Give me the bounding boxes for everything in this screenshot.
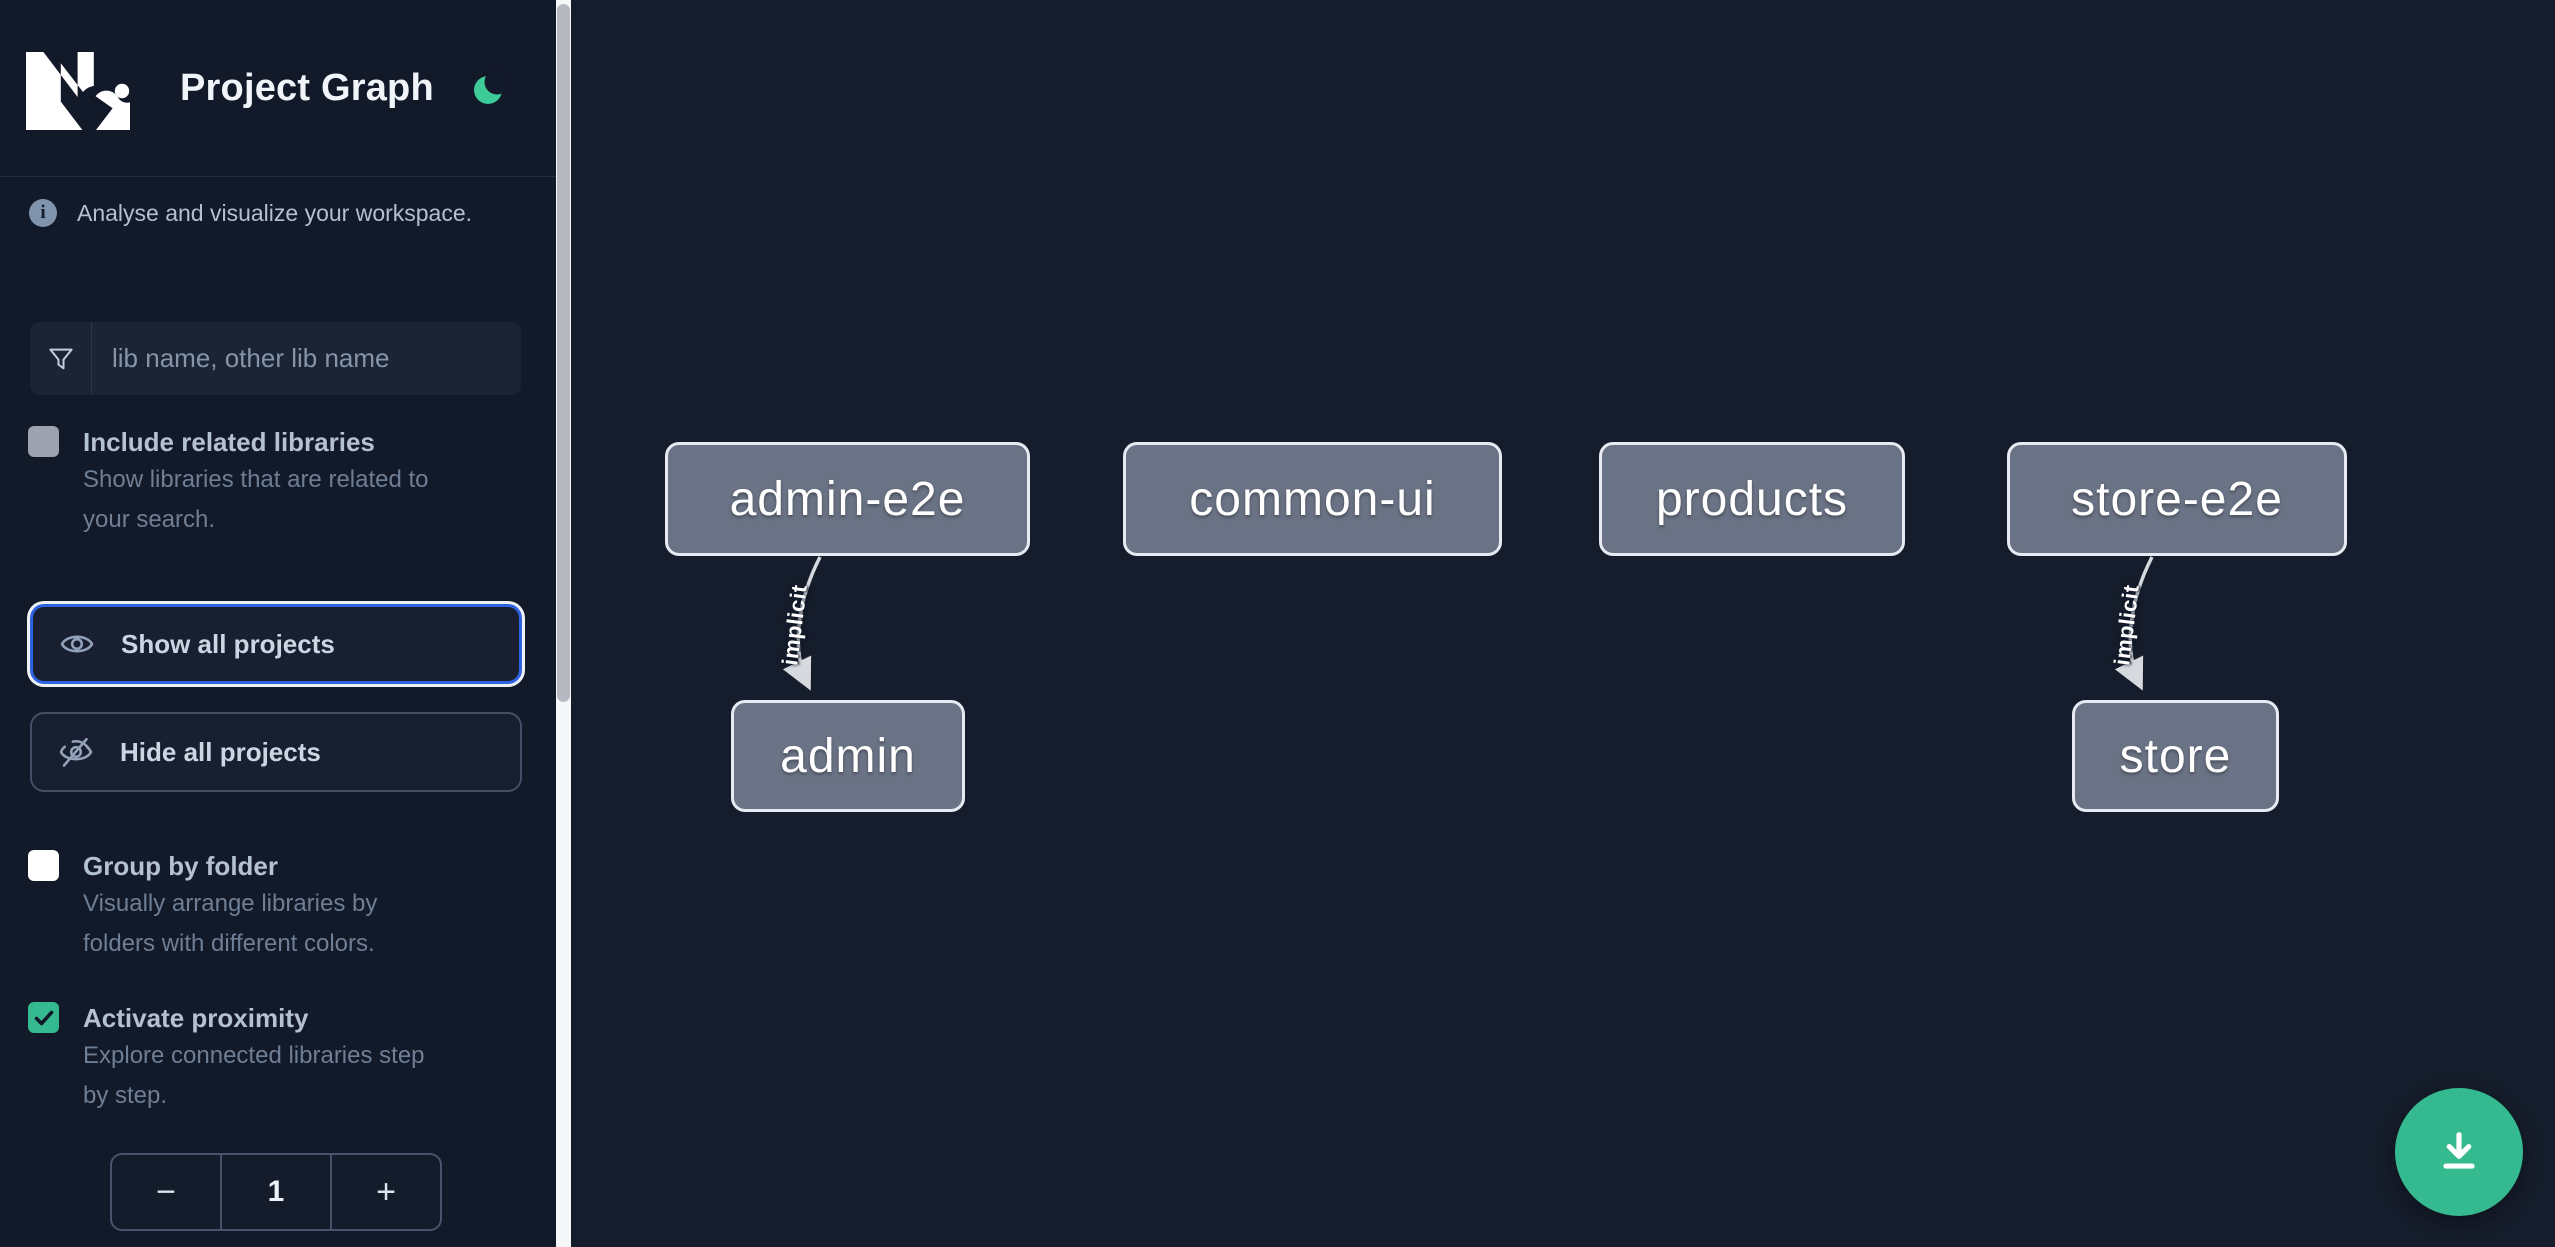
checkbox-activate-proximity[interactable] <box>28 1002 59 1033</box>
toggle-title: Include related libraries <box>83 427 375 457</box>
sidebar-header: Project Graph <box>0 0 556 177</box>
theme-toggle-button[interactable] <box>468 68 512 112</box>
checkbox-include-related[interactable] <box>28 426 59 457</box>
info-icon: i <box>29 199 57 227</box>
checkbox-group-by-folder[interactable] <box>28 850 59 881</box>
checkmark-icon <box>34 1010 53 1025</box>
toggle-include-related[interactable]: Include related libraries Show libraries… <box>28 424 503 540</box>
download-graph-button[interactable] <box>2395 1088 2523 1216</box>
show-all-projects-label: Show all projects <box>121 628 335 659</box>
toggle-description: Show libraries that are related to your … <box>83 466 429 533</box>
hide-all-projects-label: Hide all projects <box>120 736 321 767</box>
show-all-projects-button[interactable]: Show all projects <box>30 604 522 684</box>
proximity-depth-value: 1 <box>267 1175 285 1208</box>
toggle-group-by-folder[interactable]: Group by folder Visually arrange librari… <box>28 848 503 964</box>
node-store-e2e[interactable]: store-e2e <box>2007 442 2347 556</box>
node-common-ui[interactable]: common-ui <box>1123 442 1502 556</box>
node-admin[interactable]: admin <box>731 700 965 812</box>
edge-store-e2e-store <box>2114 556 2154 691</box>
increment-button[interactable]: + <box>330 1155 440 1229</box>
eye-slash-icon <box>59 737 93 767</box>
sidebar-scrollbar[interactable] <box>556 0 571 1247</box>
edge-admin-e2e-admin <box>782 556 822 691</box>
filter-search <box>30 322 521 395</box>
funnel-icon <box>30 322 92 395</box>
project-graph-canvas[interactable]: implicit implicit admin-e2e common-ui pr… <box>571 0 2555 1247</box>
search-input[interactable] <box>92 322 521 395</box>
node-store[interactable]: store <box>2072 700 2279 812</box>
proximity-depth-stepper: − 1 + <box>110 1153 442 1231</box>
toggle-activate-proximity[interactable]: Activate proximity Explore connected lib… <box>28 1000 503 1116</box>
scrollbar-thumb[interactable] <box>557 4 570 702</box>
toggle-description: Explore connected libraries step by step… <box>83 1042 425 1109</box>
decrement-button[interactable]: − <box>112 1155 222 1229</box>
page-title: Project Graph <box>180 67 434 109</box>
info-text: Analyse and visualize your workspace. <box>77 199 473 226</box>
moon-icon <box>474 69 510 104</box>
nx-logo <box>26 52 130 130</box>
eye-icon <box>60 635 94 653</box>
toggle-title: Group by folder <box>83 851 278 881</box>
node-admin-e2e[interactable]: admin-e2e <box>665 442 1030 556</box>
toggle-description: Visually arrange libraries by folders wi… <box>83 890 378 957</box>
hide-all-projects-button[interactable]: Hide all projects <box>30 712 522 792</box>
toggle-title: Activate proximity <box>83 1003 309 1033</box>
sidebar: Project Graph i Analyse and visualize yo… <box>0 0 556 1247</box>
dependency-edges <box>782 556 2154 691</box>
node-products[interactable]: products <box>1599 442 1905 556</box>
download-icon <box>2443 1132 2475 1169</box>
workspace-info: i Analyse and visualize your workspace. <box>29 199 472 227</box>
